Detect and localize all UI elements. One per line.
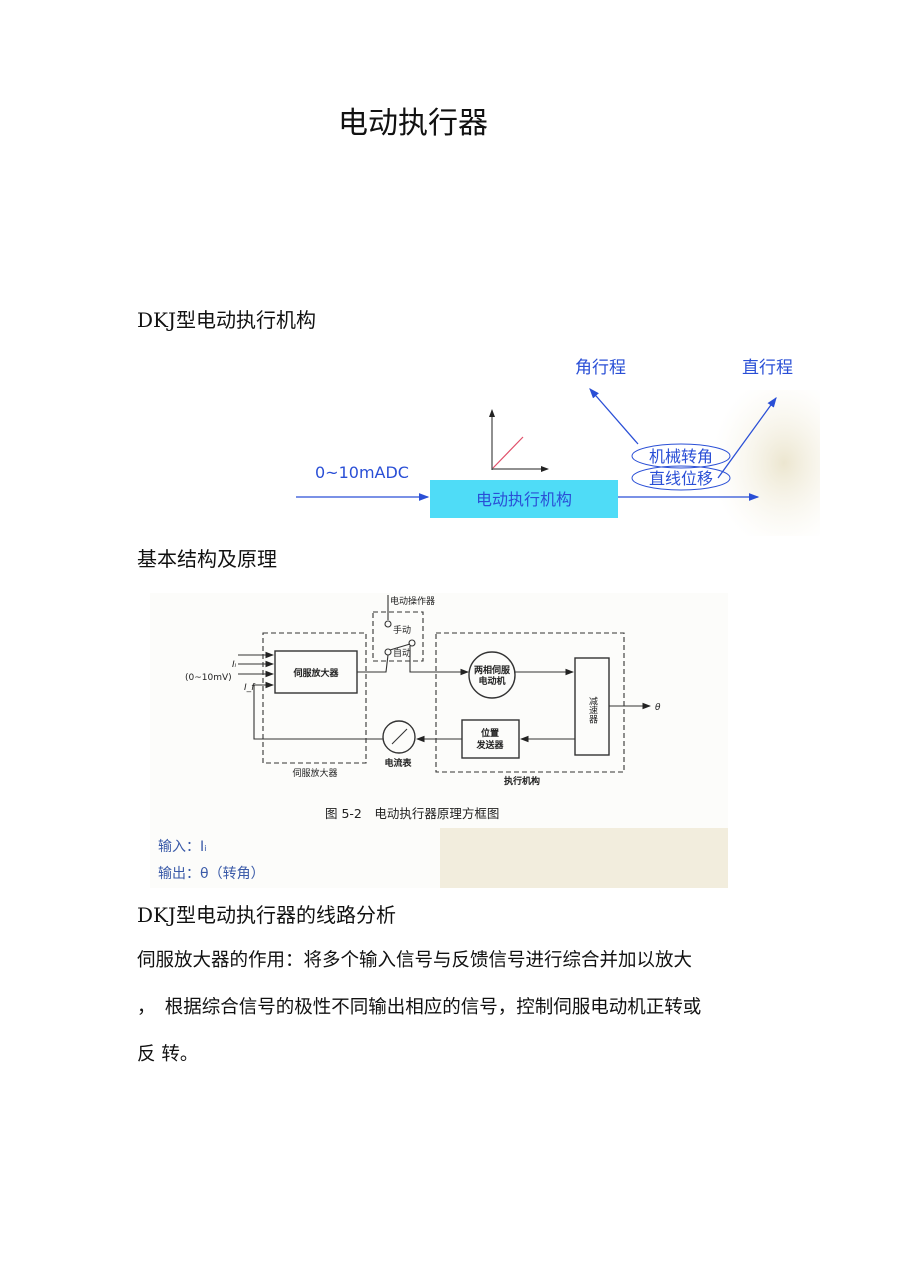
- paragraph-line: 伺服放大器的作用：将多个输入信号与反馈信号进行综合并加以放大: [137, 950, 693, 971]
- output-theta-label: θ: [655, 703, 661, 713]
- linear-arrow: [717, 396, 777, 479]
- section-heading-dkj: DKJ型电动执行机构: [137, 308, 316, 332]
- section-heading-circuit: DKJ型电动执行器的线路分析: [137, 903, 396, 927]
- input-signal-label: 0~10mADC: [315, 463, 409, 482]
- mech-angle-label: 机械转角: [649, 447, 713, 466]
- paragraph-line: 反 转。: [137, 1044, 199, 1065]
- operator-label: 电动操作器: [390, 595, 435, 607]
- angular-arrow: [589, 388, 639, 445]
- reducer-label: 减速器: [587, 695, 598, 723]
- ii-label: Iᵢ: [232, 660, 237, 670]
- ellipse-linear-disp: [631, 465, 731, 491]
- manual-label: 手动: [393, 624, 411, 636]
- actuator-group-box: [435, 632, 625, 773]
- actuator-box: [430, 480, 618, 518]
- figure-caption: 图 5-2 电动执行器原理方框图: [325, 806, 499, 821]
- amp-group-box: [262, 632, 367, 764]
- input-text: 输入：Iᵢ: [158, 839, 207, 855]
- ellipse-mech-angle: [631, 443, 731, 469]
- linear-characteristic-line: [492, 436, 524, 469]
- amp-group-label: 伺服放大器: [292, 767, 337, 779]
- range-label: (0~10mV): [185, 673, 232, 683]
- section-heading-structure: 基本结构及原理: [137, 547, 277, 571]
- servo-amp-label: 伺服放大器: [292, 667, 339, 679]
- ammeter-circle: [382, 720, 416, 754]
- actuator-box-label: 电动执行机构: [476, 490, 572, 509]
- ammeter-label: 电流表: [384, 757, 412, 769]
- operator-box: [372, 611, 424, 662]
- output-text: 输出：θ（转角）: [158, 866, 265, 882]
- position-label-2: 发送器: [475, 739, 504, 751]
- motor-label-2: 电动机: [478, 675, 505, 687]
- motor-label-1: 两相伺服: [474, 664, 511, 676]
- paragraph-line: ， 根据综合信号的极性不同输出相应的信号，控制伺服电动机正转或: [137, 997, 702, 1018]
- block-diagram: 电动操作器 手动 自动 伺服放大器 伺服放大器 Iᵢ (0~10mV) I_f …: [150, 593, 728, 888]
- actuator-overview-diagram: 角行程 直行程 0~10mADC 电动执行机构 机械转角 直线位移: [296, 358, 820, 536]
- linear-disp-label: 直线位移: [649, 469, 713, 488]
- angular-stroke-label: 角行程: [575, 358, 626, 378]
- position-label-1: 位置: [481, 727, 499, 739]
- page-title: 电动执行器: [338, 106, 488, 141]
- actuator-group-label: 执行机构: [504, 775, 540, 787]
- auto-label: 自动: [393, 647, 411, 659]
- linear-stroke-label: 直行程: [742, 358, 793, 378]
- if-label: I_f: [244, 683, 256, 693]
